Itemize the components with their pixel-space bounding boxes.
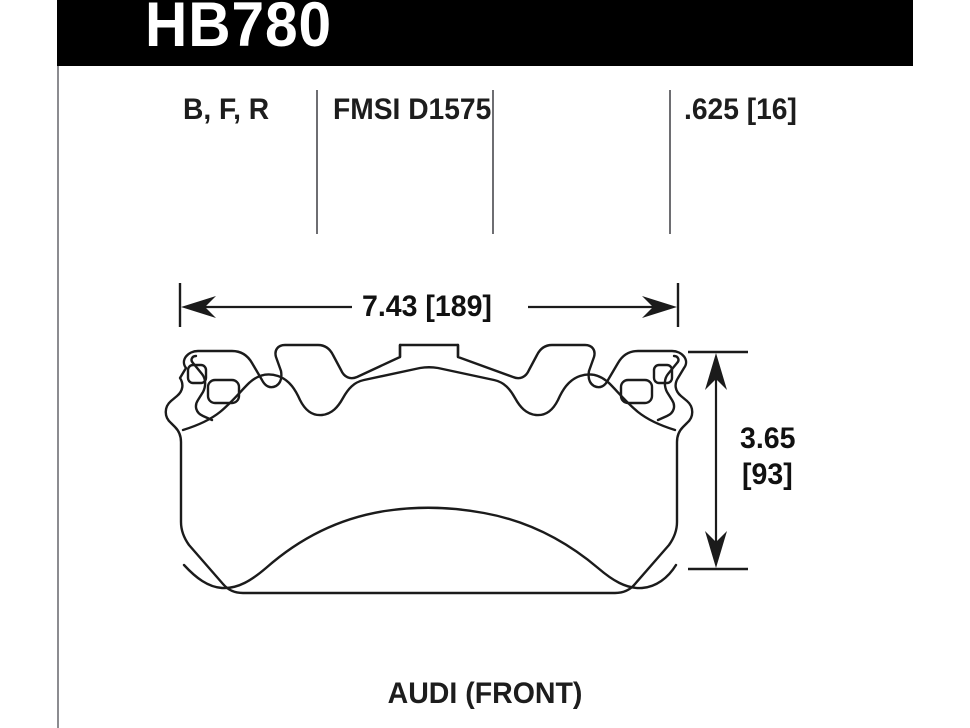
dimension-arrow-down-icon [705,531,727,568]
compound-codes: B, F, R [183,93,270,126]
spec-divider-3 [669,90,671,234]
height-dimension-label-mm: [93] [742,458,793,491]
brake-pad-outline [164,343,694,595]
hole-right-large [619,378,654,405]
left-ear-relief [190,354,214,422]
pad-backing-plate [164,343,694,595]
mounting-holes [186,363,674,405]
application-caption: AUDI (FRONT) [387,677,583,710]
width-dimension-label: 7.43 [189] [362,290,492,323]
spec-divider-2 [492,90,494,234]
dimension-arrow-left-icon [181,296,216,318]
dimension-arrow-up-icon [705,353,727,390]
spec-row: B, F, R FMSI D1575 .625 [16] [57,88,913,238]
height-dimension-group [688,350,748,571]
left-border-rule [57,0,59,728]
hole-left-small [186,363,208,385]
fmsi-number: FMSI D1575 [333,93,492,126]
right-ear-relief [656,354,680,422]
part-number-band: HB780 [57,0,913,66]
thickness-value: .625 [16] [684,93,797,126]
hole-right-small [652,363,674,385]
height-dimension-label-inches: 3.65 [740,422,796,455]
dimension-arrow-right-icon [642,296,677,318]
spec-divider-1 [316,90,318,234]
page-title: HB780 [145,0,333,60]
hole-left-large [206,378,241,405]
center-locating-tab [398,343,460,359]
friction-material-bottom-edge [182,506,678,590]
friction-material-top-edge [181,366,677,432]
